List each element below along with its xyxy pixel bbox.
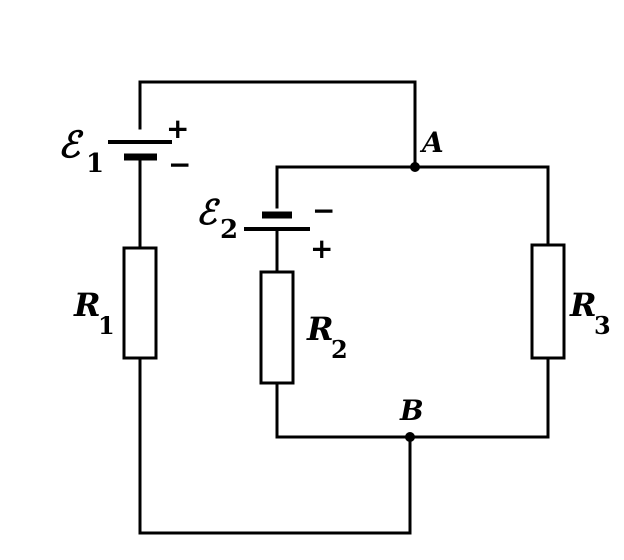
- node-b-label: B: [399, 394, 424, 427]
- node-a-dot: [410, 162, 420, 172]
- r1-symbol: R: [73, 286, 101, 324]
- resistor-r3: [530, 243, 566, 360]
- r3-symbol: R: [569, 286, 597, 324]
- emf2-plus-sign: +: [310, 232, 333, 265]
- emf2-subscript: 2: [220, 215, 238, 245]
- node-a-label: A: [419, 126, 444, 159]
- battery-emf1: [108, 140, 172, 161]
- emf1-minus-sign: −: [168, 148, 191, 181]
- emf2-symbol: ℰ: [196, 193, 221, 233]
- r1-subscript: 1: [98, 311, 115, 340]
- battery-emf2: [244, 211, 310, 231]
- r2-symbol: R: [306, 310, 334, 348]
- r3-subscript: 3: [594, 311, 611, 340]
- emf1-symbol: ℰ: [58, 124, 84, 166]
- resistor-r1: [122, 246, 158, 360]
- emf2-minus-sign: −: [312, 194, 335, 227]
- resistor-r2: [259, 270, 295, 385]
- emf1-subscript: 1: [86, 149, 104, 179]
- emf1-plus-sign: +: [166, 112, 189, 145]
- wire-left-bottom: [138, 356, 412, 535]
- wire-top-outer: [138, 80, 417, 169]
- r2-subscript: 2: [331, 335, 348, 364]
- node-b-dot: [405, 432, 415, 442]
